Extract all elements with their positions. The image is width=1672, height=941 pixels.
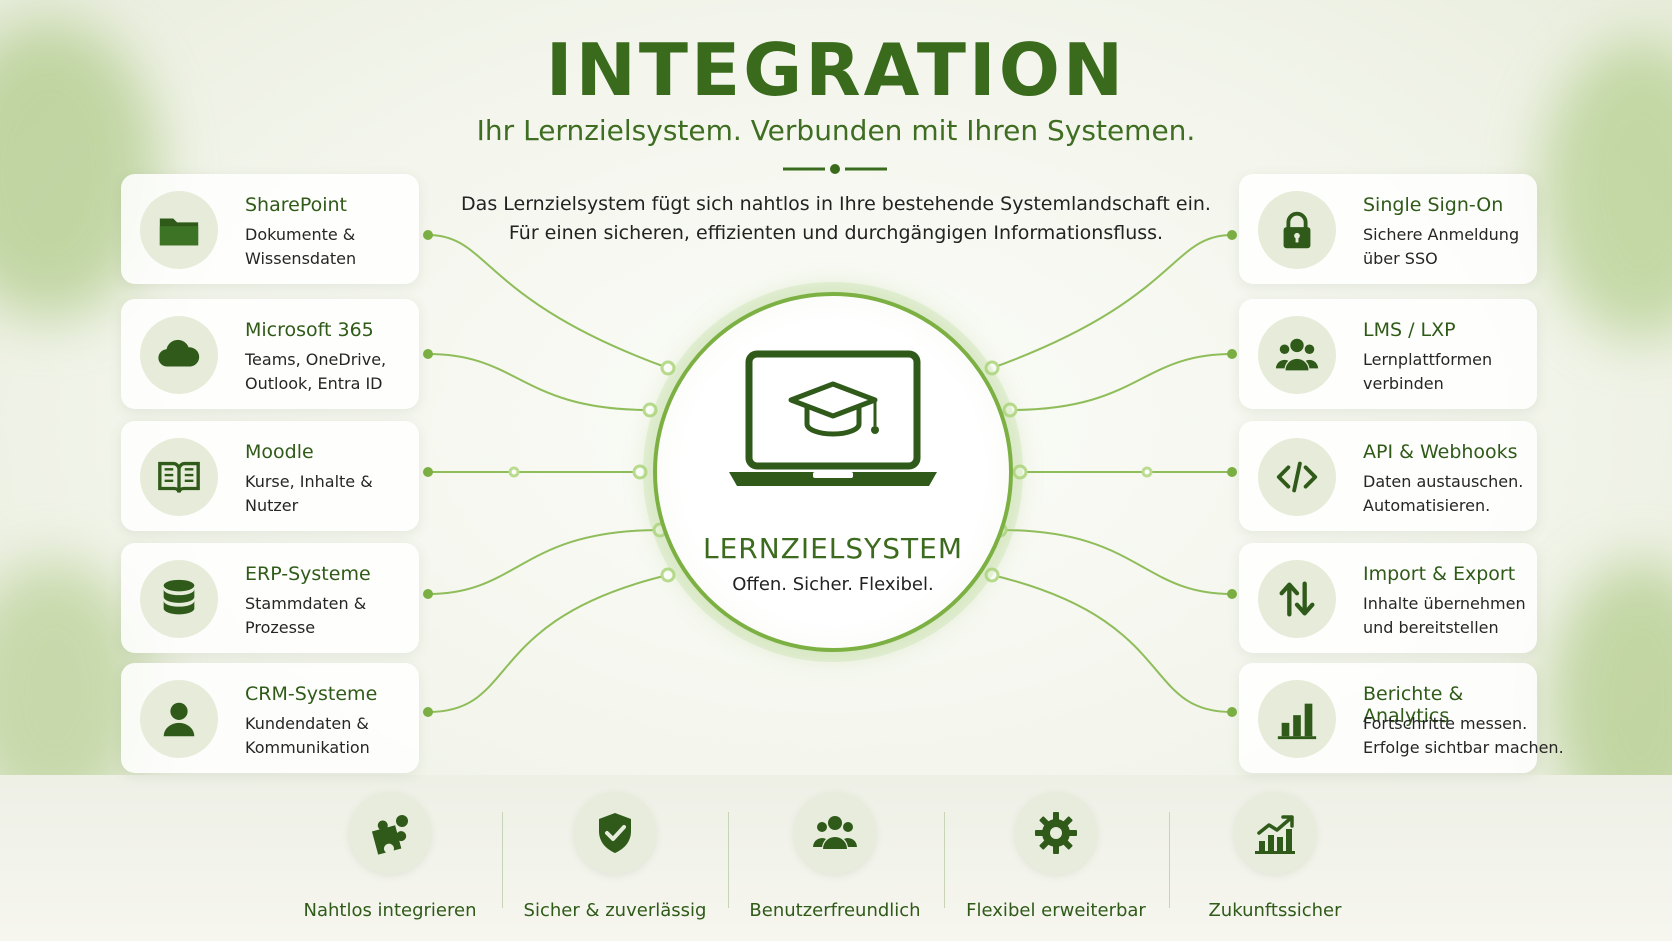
central-hub: LERNZIELSYSTEM Offen. Sicher. Flexibel. xyxy=(653,292,1013,652)
page-subtitle: Ihr Lernzielsystem. Verbunden mit Ihren … xyxy=(476,114,1196,147)
feature-separator xyxy=(944,812,945,908)
card-title: Import & Export xyxy=(1363,563,1516,585)
card-title: CRM-Systeme xyxy=(245,683,378,705)
intro-text-line-2: Für einen sicheren, effizienten und durc… xyxy=(508,222,1164,244)
hub-tagline: Offen. Sicher. Flexibel. xyxy=(732,574,934,595)
folder-icon xyxy=(140,191,218,269)
connector-dot xyxy=(1227,589,1237,599)
connector-import-export xyxy=(999,529,1233,595)
feature-label: Flexibel erweiterbar xyxy=(966,900,1146,921)
users-icon xyxy=(1258,316,1336,394)
feature-label: Zukunftssicher xyxy=(1208,900,1342,921)
hub-glow-dot xyxy=(984,567,1000,583)
intro-text-line-1: Das Lernzielsystem fügt sich nahtlos in … xyxy=(461,193,1211,215)
code-icon xyxy=(1258,438,1336,516)
feature-separator xyxy=(502,812,503,908)
connector-dot xyxy=(423,349,433,359)
cloud-icon xyxy=(140,316,218,394)
card-description: Stammdaten &Prozesse xyxy=(245,594,367,637)
card-moodle[interactable]: Moodle Kurse, Inhalte &Nutzer xyxy=(121,421,419,531)
card-description: Daten austauschen.Automatisieren. xyxy=(1363,472,1524,515)
feature-zukunftssicher: Zukunftssicher xyxy=(1170,792,1380,921)
connector-dot xyxy=(423,467,433,477)
card-description: Dokumente &Wissensdaten xyxy=(245,225,357,268)
card-description: Kundendaten &Kommunikation xyxy=(245,714,370,757)
connector-dot xyxy=(1227,349,1237,359)
bar-chart-icon xyxy=(1258,680,1336,758)
feature-sicher-zuverlaessig: Sicher & zuverlässig xyxy=(510,792,720,921)
arrows-up-down-icon xyxy=(1258,560,1336,638)
hub-glow-dot xyxy=(984,360,1000,376)
card-title: SharePoint xyxy=(245,194,348,216)
connector-erp xyxy=(427,529,661,595)
card-description: Teams, OneDrive,Outlook, Entra ID xyxy=(245,350,387,393)
connector-dot xyxy=(423,707,433,717)
feature-separator xyxy=(728,812,729,908)
feature-separator xyxy=(1169,812,1170,908)
hub-name: LERNZIELSYSTEM xyxy=(702,532,964,565)
growth-chart-icon xyxy=(1234,792,1316,874)
connector-analytics xyxy=(991,574,1233,713)
card-title: Berichte & Analytics xyxy=(1363,683,1464,727)
hub-glow-dot xyxy=(642,402,658,418)
connector-dot xyxy=(423,589,433,599)
feature-label: Nahtlos integrieren xyxy=(303,900,477,921)
hub-glow-dot xyxy=(1002,402,1018,418)
card-title: API & Webhooks xyxy=(1363,441,1518,463)
connector-sso xyxy=(991,234,1233,369)
title-divider xyxy=(783,164,887,174)
connector-sharepoint xyxy=(427,234,669,369)
hub-glow-dot xyxy=(632,464,648,480)
card-title: Microsoft 365 xyxy=(245,319,374,341)
laptop-graduation-cap-icon xyxy=(729,350,937,486)
connector-dot xyxy=(423,230,433,240)
users-icon xyxy=(794,792,876,874)
connector-dot xyxy=(1227,230,1237,240)
card-title: Single Sign-On xyxy=(1363,194,1504,216)
card-description: Kurse, Inhalte &Nutzer xyxy=(245,472,373,515)
connector-dot xyxy=(1227,467,1237,477)
connector-lms xyxy=(1009,353,1233,411)
card-sharepoint[interactable]: SharePoint Dokumente &Wissensdaten xyxy=(121,174,419,284)
feature-benutzerfreundlich: Benutzerfreundlich xyxy=(730,792,940,921)
hub-glow-dot xyxy=(660,360,676,376)
page-title: INTEGRATION xyxy=(545,28,1127,112)
user-icon xyxy=(140,680,218,758)
feature-label: Sicher & zuverlässig xyxy=(523,900,707,921)
hub-glow-dot xyxy=(1012,464,1028,480)
card-microsoft-365[interactable]: Microsoft 365 Teams, OneDrive,Outlook, E… xyxy=(121,299,419,409)
database-icon xyxy=(140,560,218,638)
connector-dot xyxy=(1227,707,1237,717)
feature-nahtlos-integrieren: Nahtlos integrieren xyxy=(285,792,495,921)
card-title: Moodle xyxy=(245,441,314,463)
card-berichte-analytics[interactable]: Berichte & Analytics Fortschritte messen… xyxy=(1239,663,1564,773)
connector-microsoft-365 xyxy=(427,353,651,411)
card-crm-systeme[interactable]: CRM-Systeme Kundendaten &Kommunikation xyxy=(121,663,419,773)
feature-label: Benutzerfreundlich xyxy=(749,900,921,921)
line-glow-dot xyxy=(1141,466,1153,478)
lock-icon xyxy=(1258,191,1336,269)
line-glow-dot xyxy=(508,466,520,478)
connector-crm xyxy=(427,574,669,713)
puzzle-icon xyxy=(349,792,431,874)
card-title: LMS / LXP xyxy=(1363,319,1456,341)
card-title: ERP-Systeme xyxy=(245,563,371,585)
card-api-webhooks[interactable]: API & Webhooks Daten austauschen.Automat… xyxy=(1239,421,1537,531)
shield-check-icon xyxy=(574,792,656,874)
card-erp-systeme[interactable]: ERP-Systeme Stammdaten &Prozesse xyxy=(121,543,419,653)
gear-icon xyxy=(1015,792,1097,874)
book-icon xyxy=(140,438,218,516)
card-description: Fortschritte messen.Erfolge sichtbar mac… xyxy=(1363,714,1564,757)
feature-flexibel-erweiterbar: Flexibel erweiterbar xyxy=(951,792,1161,921)
hub-glow-dot xyxy=(660,567,676,583)
